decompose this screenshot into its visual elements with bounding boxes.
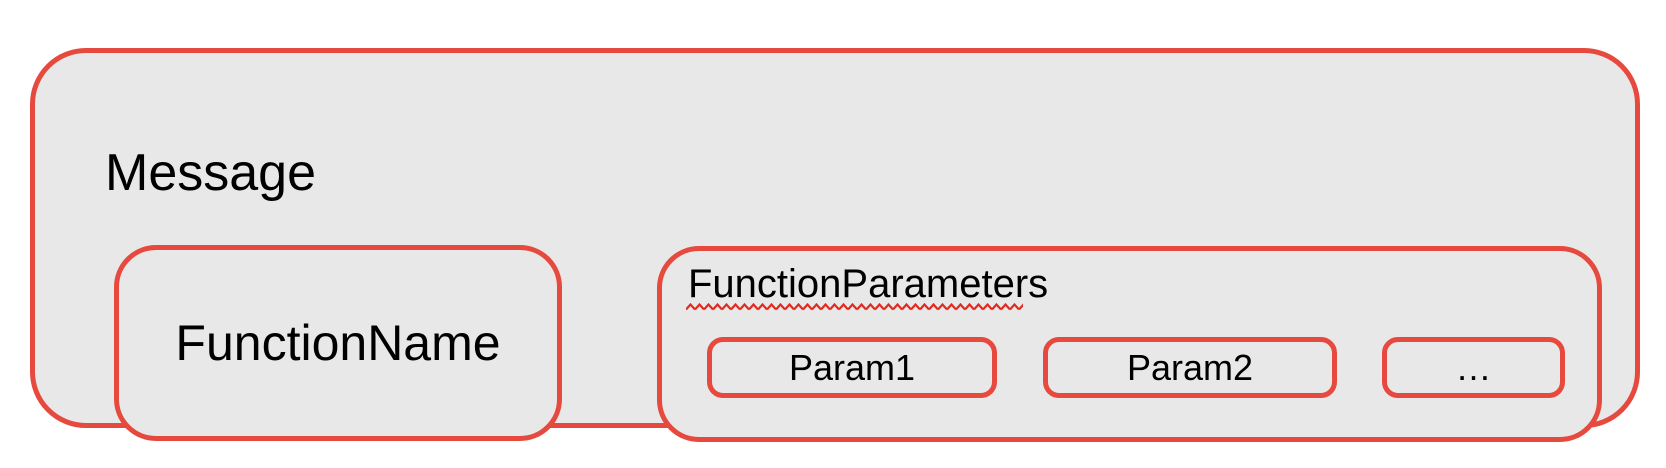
param1-label: Param1 <box>788 346 916 388</box>
message-label: Message <box>105 144 316 202</box>
function-parameters-label: FunctionParameters <box>688 262 1049 306</box>
function-name-label: FunctionName <box>175 315 501 371</box>
param-ellipsis-label: … <box>1455 346 1492 388</box>
spellcheck-squiggle-underline-icon <box>686 303 1023 311</box>
param2-box: Param2 <box>1043 337 1337 398</box>
param-ellipsis-box: … <box>1382 337 1565 398</box>
param2-label: Param2 <box>1126 346 1254 388</box>
param1-box: Param1 <box>707 337 997 398</box>
message-container-box: Message FunctionName FunctionParameters … <box>30 48 1640 442</box>
function-name-box: FunctionName <box>114 245 562 441</box>
